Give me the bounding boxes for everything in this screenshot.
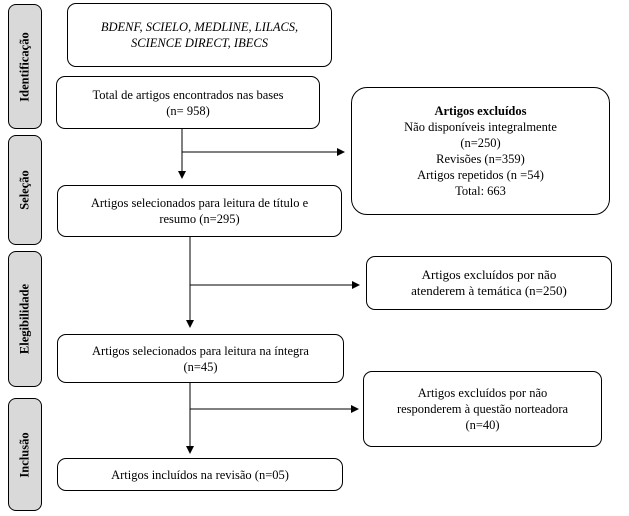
- box-line: Revisões (n=359): [436, 152, 525, 166]
- box-selected-full: Artigos selecionados para leitura na ínt…: [57, 334, 344, 383]
- box-line: (n= 958): [166, 103, 210, 118]
- box-excluded-1: Artigos excluídos Não disponíveis integr…: [351, 87, 610, 215]
- box-line: (n=45): [183, 359, 218, 374]
- box-line: atenderem à temática (n=250): [411, 283, 567, 298]
- box-excluded-3: Artigos excluídos por não responderem à …: [363, 371, 602, 447]
- box-line: (n=40): [465, 418, 500, 432]
- box-excluded-2: Artigos excluídos por não atenderem à te…: [366, 256, 612, 310]
- stage-inclusao: Inclusão: [8, 398, 42, 511]
- stage-elegibilidade: Elegibilidade: [8, 251, 42, 387]
- box-line: resumo (n=295): [159, 212, 240, 226]
- box-line: Não disponíveis integralmente: [404, 120, 557, 134]
- box-included: Artigos incluídos na revisão (n=05): [57, 458, 343, 491]
- box-line: Artigos selecionados para leitura na ínt…: [92, 343, 309, 358]
- box-line: Artigos repetidos (n =54): [417, 168, 544, 182]
- box-line: Artigos excluídos por não: [417, 386, 548, 400]
- box-line: Artigos selecionados para leitura de tít…: [90, 196, 309, 210]
- box-total-found: Total de artigos encontrados nas bases (…: [56, 76, 320, 129]
- box-line: Total: 663: [455, 184, 506, 198]
- box-line: BDENF, SCIELO, MEDLINE, LILACS,: [100, 20, 299, 34]
- stage-identificacao: Identificação: [8, 4, 42, 129]
- box-line: responderem à questão norteadora: [396, 402, 569, 416]
- stage-selecao: Seleção: [8, 135, 42, 245]
- box-databases: BDENF, SCIELO, MEDLINE, LILACS, SCIENCE …: [67, 3, 332, 67]
- box-line: SCIENCE DIRECT, IBECS: [131, 36, 268, 50]
- box-line: Total de artigos encontrados nas bases: [92, 87, 284, 102]
- box-line: Artigos excluídos por não: [421, 267, 557, 282]
- box-title: Artigos excluídos: [434, 104, 527, 118]
- box-selected-title-abstract: Artigos selecionados para leitura de tít…: [57, 185, 342, 237]
- box-line: (n=250): [460, 136, 501, 150]
- box-line: Artigos incluídos na revisão (n=05): [111, 467, 289, 482]
